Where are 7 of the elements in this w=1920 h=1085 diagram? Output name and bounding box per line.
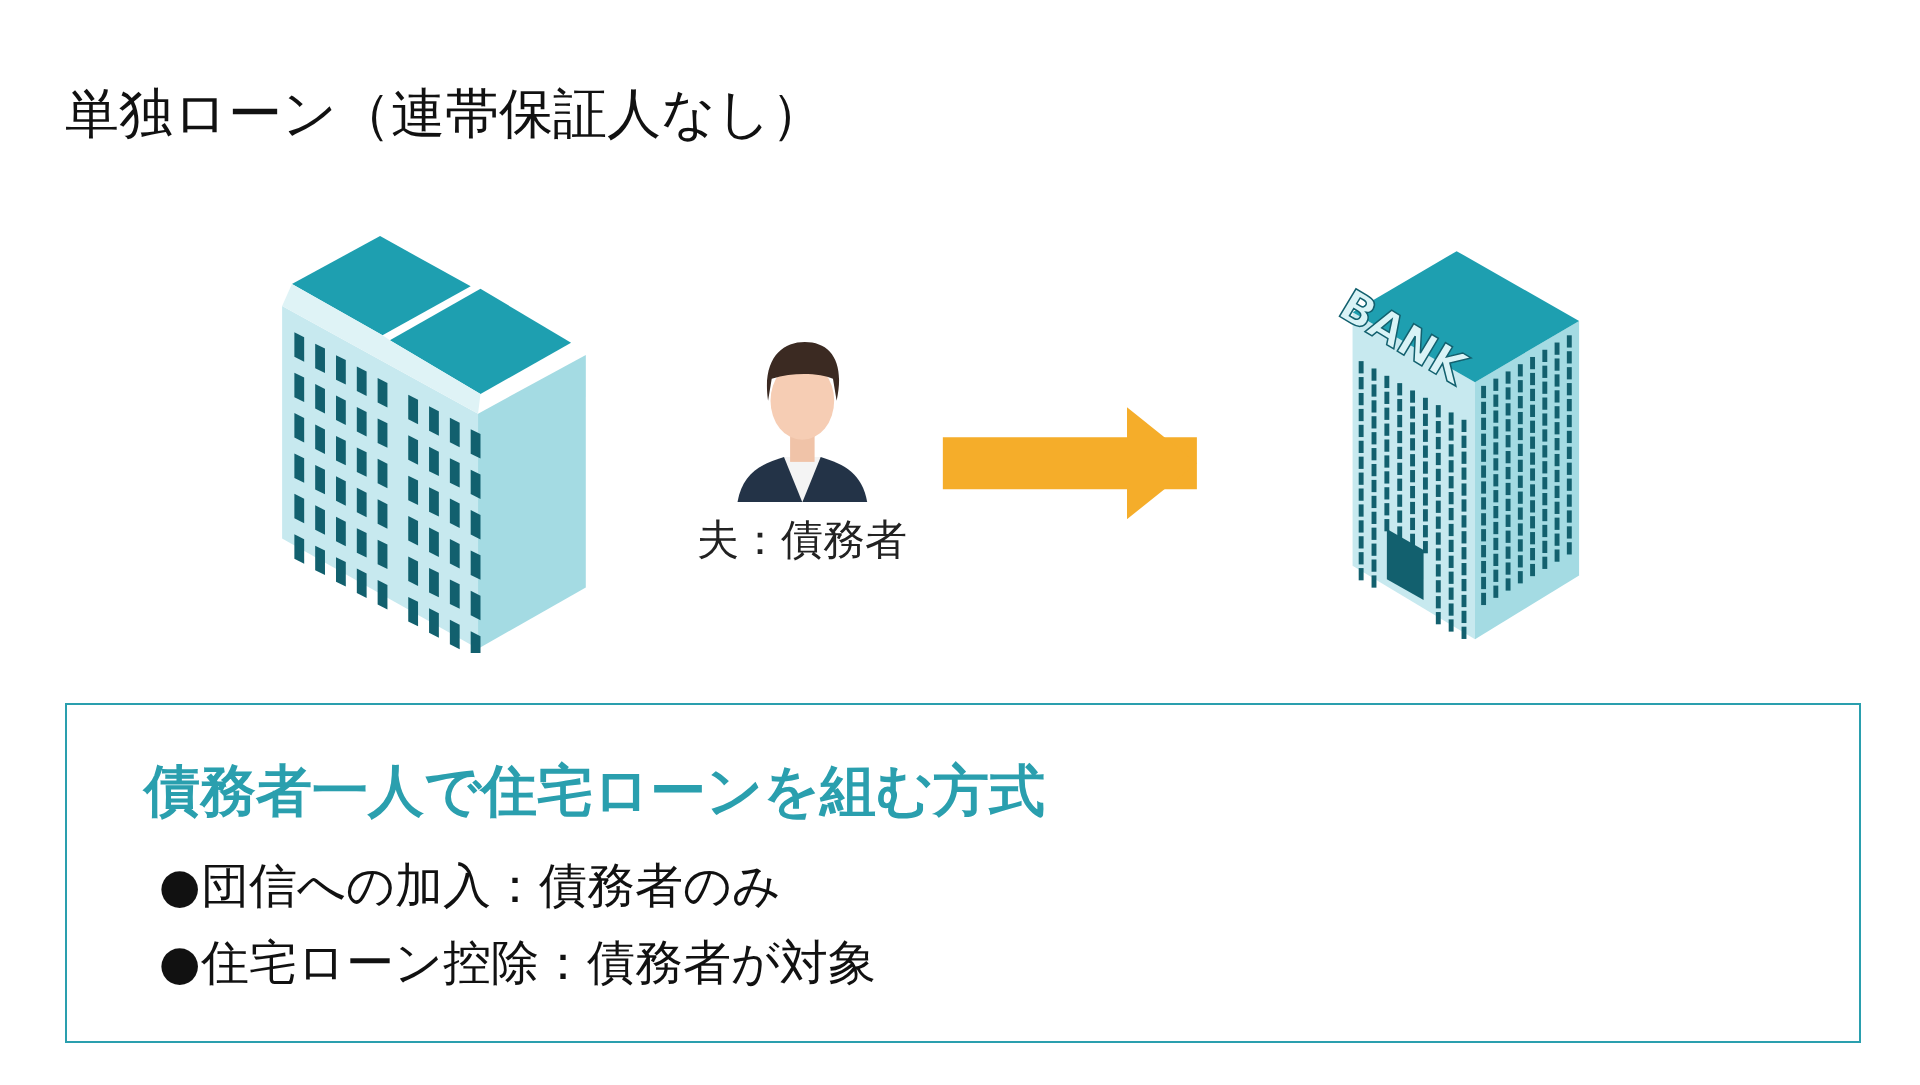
title: 単独ローン（連帯保証人なし） <box>65 81 825 147</box>
box-heading: 債務者一人で住宅ローンを組む方式 <box>144 756 1046 825</box>
info-box <box>64 702 1862 1044</box>
bullet-item: ●団信への加入：債務者のみ <box>158 856 781 916</box>
arrow <box>942 407 1197 520</box>
bullet-item: ●住宅ローン控除：債務者が対象 <box>158 933 876 993</box>
person-label: 夫：債務者 <box>696 513 909 566</box>
